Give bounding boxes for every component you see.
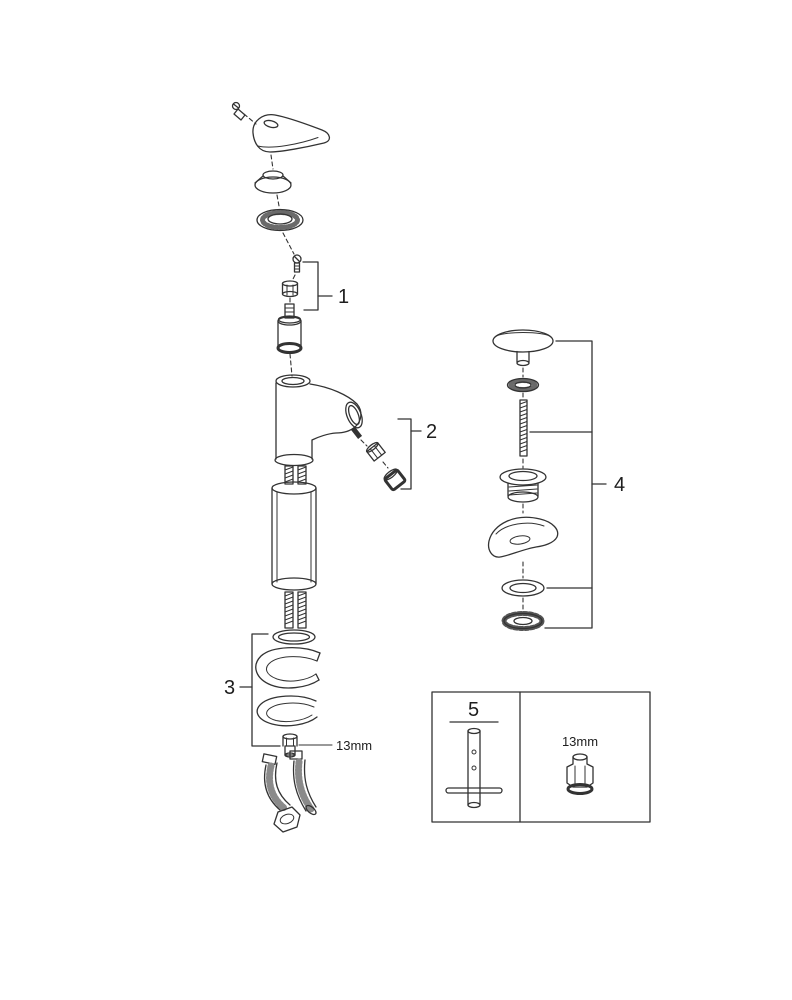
- aerator-adapter: [365, 441, 386, 462]
- faucet-body: [274, 353, 363, 467]
- drain-assembly: 4: [487, 329, 625, 631]
- label-part-2: 2: [426, 421, 437, 443]
- tool-box: 5 13mm: [431, 691, 651, 823]
- escutcheon-ring: [256, 208, 304, 232]
- mounting-wedge: [255, 647, 321, 689]
- socket-nut: [566, 753, 594, 795]
- mounting-set: 3 13mm: [224, 629, 372, 758]
- tool-box-border: [431, 691, 651, 823]
- mounting-horseshoe: [256, 695, 318, 727]
- handle-screw: [231, 101, 246, 121]
- dome-cap: [254, 170, 292, 194]
- label-part-1: 1: [338, 286, 349, 308]
- handle-assembly: [231, 101, 331, 255]
- cartridge: [276, 303, 303, 354]
- label-box-wrench-size: 13mm: [562, 734, 598, 749]
- aerator-key: [350, 426, 363, 439]
- drain-plug: [492, 329, 554, 367]
- drain-threaded-rod: [519, 399, 528, 457]
- label-part-5: 5: [468, 699, 479, 721]
- o-ring: [272, 629, 316, 645]
- label-wrench-size: 13mm: [336, 738, 372, 753]
- riser-column: [271, 465, 317, 629]
- drain-locknut: [501, 611, 545, 631]
- label-part-3: 3: [224, 677, 235, 699]
- drain-washer-small: [506, 377, 540, 393]
- aerator-insert: [383, 468, 407, 492]
- cartridge-screw: [292, 254, 302, 273]
- hose-end-nut: [273, 806, 301, 833]
- callout-bracket-4: [529, 340, 607, 629]
- drain-washer-large: [501, 579, 545, 597]
- mounting-tool: [445, 727, 503, 809]
- supply-hoses: [261, 750, 317, 833]
- handle-lever: [252, 114, 331, 153]
- label-part-4: 4: [614, 474, 625, 496]
- drain-clamp-wedge: [487, 516, 559, 558]
- aerator-parts: 2: [350, 418, 437, 492]
- cartridge-nut: [281, 280, 299, 298]
- callout-bracket-3: [239, 633, 281, 747]
- drain-flange: [499, 468, 547, 503]
- callout-bracket-1: [302, 261, 333, 311]
- callout-bracket-2: [397, 418, 422, 490]
- cartridge-assembly: 1: [276, 254, 349, 354]
